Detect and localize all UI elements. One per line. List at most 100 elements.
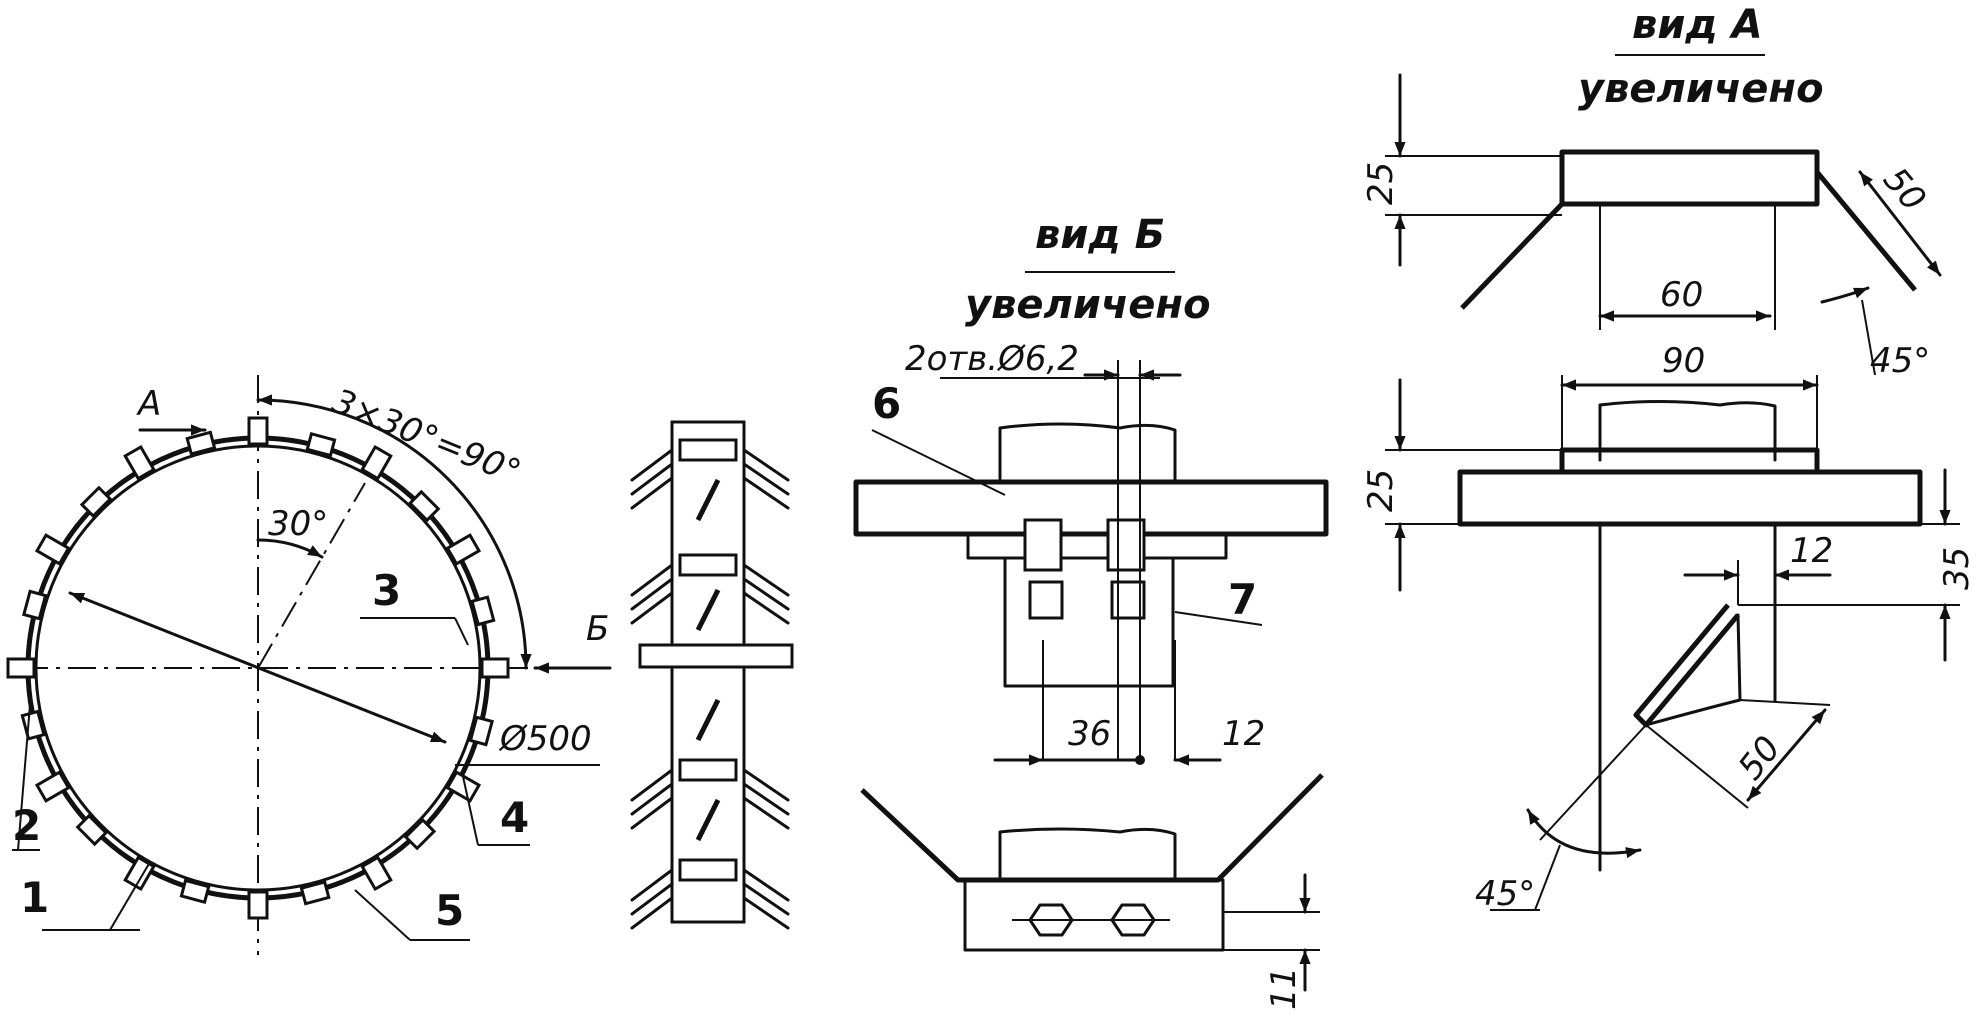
wheel-lug xyxy=(480,657,510,679)
callout-7-leader xyxy=(1174,611,1263,626)
side-lug-blade xyxy=(630,896,790,930)
side-lug-blade xyxy=(630,462,790,496)
wheel-lug xyxy=(179,878,211,904)
wheel-lug xyxy=(403,817,437,851)
wheel-lug xyxy=(123,855,156,892)
lower-plate xyxy=(998,827,1177,882)
nut-1 xyxy=(1028,580,1064,620)
wheel-lug xyxy=(79,485,113,519)
dim-12-label: 12 xyxy=(1222,714,1265,754)
callout-5: 5 xyxy=(435,886,464,935)
side-lug-blade xyxy=(630,448,790,482)
side-lug-blade xyxy=(630,868,790,902)
dim-36-label: 36 xyxy=(1068,714,1111,754)
angle-45-bottom-leader xyxy=(1534,844,1561,911)
dim-50-bottom-ext2 xyxy=(1645,724,1749,809)
lower-lug-face xyxy=(1644,613,1742,727)
view-a-title: вид А xyxy=(1632,2,1763,48)
side-lug-blade xyxy=(630,768,790,802)
view-a: вид А увеличено 60 25 50 45° 90 25 xyxy=(1361,2,1977,914)
wheel-lug xyxy=(407,489,441,523)
wheel-lug xyxy=(470,595,496,627)
wheel-lug xyxy=(34,770,71,803)
callout-2: 2 xyxy=(12,801,41,850)
bracket-top xyxy=(966,532,1228,560)
rim-band-right xyxy=(1457,469,1923,527)
wheel-lug xyxy=(22,589,48,621)
wheel-lug xyxy=(445,533,482,566)
wheel-lug xyxy=(299,880,331,906)
diameter-label: Ø500 xyxy=(498,719,592,759)
side-lug-blade xyxy=(630,563,790,597)
wheel-lug xyxy=(305,432,337,458)
lower-lug xyxy=(1633,603,1740,728)
dim-35-label: 35 xyxy=(1937,547,1977,590)
callout-4-leader xyxy=(461,771,479,846)
side-lug-blade xyxy=(630,782,790,816)
wheel-lug xyxy=(360,444,393,481)
side-rim-band xyxy=(638,643,794,669)
diameter-dimension-line xyxy=(68,591,447,744)
view-b-subtitle: увеличено xyxy=(965,282,1211,328)
angle-45-top-arc xyxy=(1820,286,1870,304)
dim-12-right-label: 12 xyxy=(1790,531,1833,571)
dim-dot xyxy=(1135,755,1145,765)
view-b: вид Б увеличено 2отв.Ø6,2 6 7 36 12 xyxy=(853,212,1329,1010)
angle-45-bottom-arc xyxy=(1526,808,1642,859)
lug-left xyxy=(1460,202,1564,310)
wheel-lug xyxy=(360,855,393,892)
bracket-body xyxy=(1003,556,1175,688)
lower-bracket xyxy=(963,878,1225,952)
holes-label: 2отв.Ø6,2 xyxy=(905,339,1079,379)
dim-50-top-label: 50 xyxy=(1875,160,1933,219)
side-lug-bracket xyxy=(678,858,738,882)
bolt-1-top xyxy=(1023,518,1063,572)
angle-45-top-leader xyxy=(1861,299,1876,376)
callout-7: 7 xyxy=(1228,575,1257,624)
callout-4: 4 xyxy=(500,793,529,842)
angle-30-label: 30° xyxy=(268,504,328,544)
callout-1: 1 xyxy=(20,873,49,922)
view-b-marker: Б xyxy=(586,609,609,649)
side-lug-blade xyxy=(630,882,790,916)
callout-2-leader xyxy=(17,704,31,851)
dim-50-top-line xyxy=(1858,170,1942,277)
callout-1-leader xyxy=(109,861,151,931)
wheel-lug xyxy=(247,416,269,446)
callout-6: 6 xyxy=(872,379,901,428)
angle-arc-90 xyxy=(256,394,532,670)
top-plate xyxy=(1559,149,1820,207)
view-a-marker: А xyxy=(136,384,161,424)
wheel-lug xyxy=(34,533,71,566)
side-lug-blade xyxy=(630,591,790,625)
lug-profile xyxy=(860,773,1324,883)
side-spoke xyxy=(695,798,721,842)
dim-90-label: 90 xyxy=(1662,341,1705,381)
dim-50-bottom-ext xyxy=(1739,699,1831,706)
side-lug-blade xyxy=(630,796,790,830)
side-lug-bracket xyxy=(678,438,738,462)
wheel-lug xyxy=(247,890,269,920)
callout-5-leader xyxy=(354,889,411,941)
wheel-lug xyxy=(75,813,109,847)
angle-45-top-label: 45° xyxy=(1870,341,1930,381)
dim-25-top-label: 25 xyxy=(1361,162,1401,205)
side-lugs xyxy=(630,438,790,930)
dim-25-mid-label: 25 xyxy=(1361,469,1401,512)
view-a-subtitle: увеличено xyxy=(1578,66,1824,112)
wheel-lug xyxy=(6,657,36,679)
view-b-upper-plate xyxy=(998,422,1177,484)
side-spoke xyxy=(695,478,721,522)
side-lug-blade xyxy=(630,577,790,611)
angle-45-bottom-label: 45° xyxy=(1475,874,1535,914)
angle-45-bottom-leg xyxy=(1539,724,1647,841)
rim-band-top xyxy=(853,479,1329,537)
wheel-lug xyxy=(123,444,156,481)
dim-11-label: 11 xyxy=(1264,967,1304,1010)
view-b-title: вид Б xyxy=(1035,212,1165,258)
wheel-lugs xyxy=(6,416,510,920)
pitch-angle-label: 3×30°=90° xyxy=(327,381,527,493)
dim-60-label: 60 xyxy=(1660,275,1703,315)
bolt-2-top xyxy=(1106,518,1146,572)
